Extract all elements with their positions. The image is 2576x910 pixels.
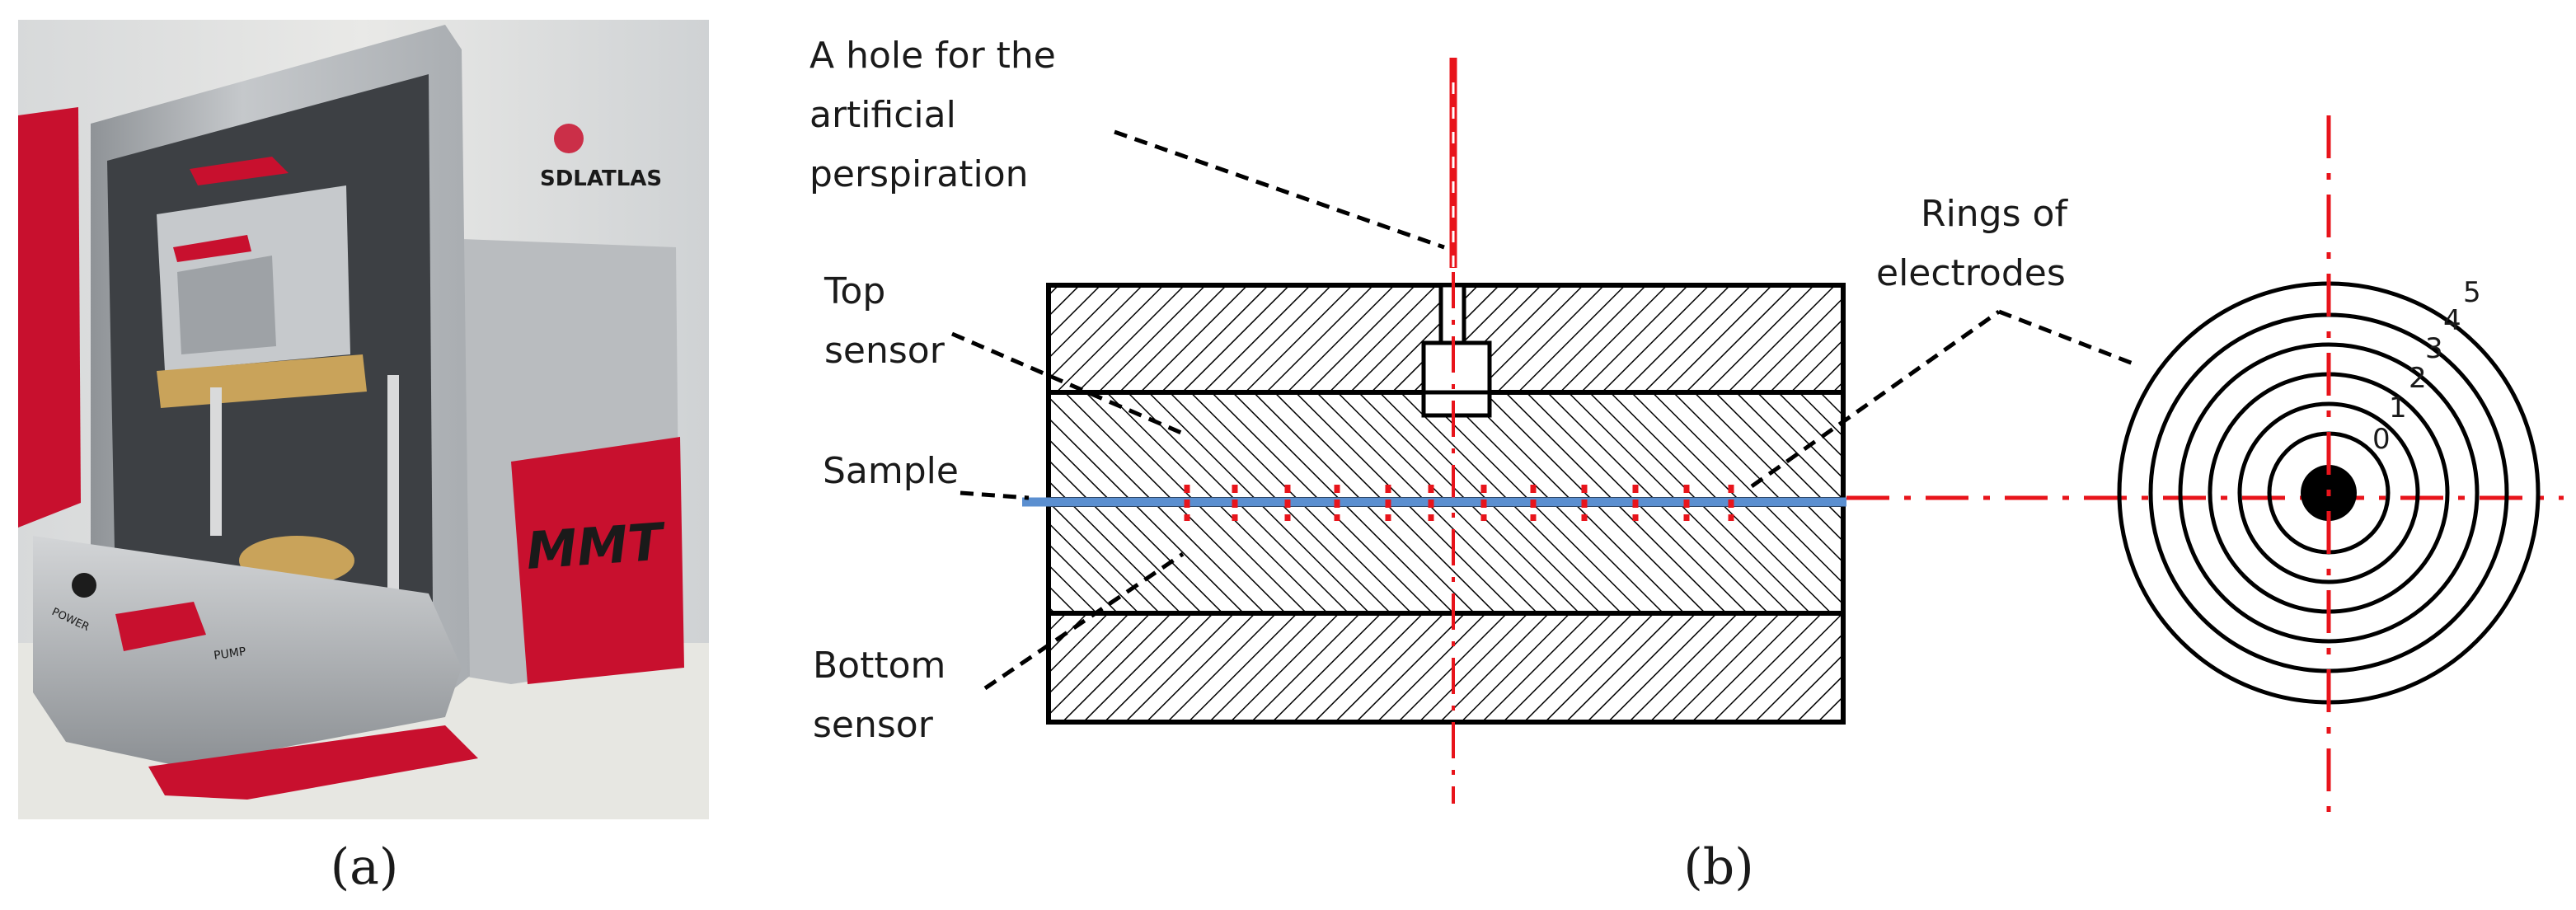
pump-button bbox=[115, 602, 206, 651]
hole-label-line1: A hole for the bbox=[809, 35, 1056, 77]
ring-number-1: 1 bbox=[2389, 392, 2407, 425]
red-side-panel bbox=[18, 107, 81, 528]
bottom-plate bbox=[1046, 611, 1846, 725]
cross-section-diagram bbox=[951, 58, 2564, 804]
ring-number-5: 5 bbox=[2463, 276, 2481, 309]
rings-leader-right bbox=[1998, 309, 2136, 367]
brand-logo bbox=[554, 124, 584, 153]
hole-leader bbox=[1114, 129, 1445, 250]
electrode-ring-1 bbox=[2237, 401, 2420, 584]
top-handle bbox=[190, 157, 289, 185]
power-button bbox=[72, 573, 96, 598]
caption-b: (b) bbox=[1683, 838, 1753, 896]
model-text: MMT bbox=[524, 511, 669, 581]
hole-label-line3: perspiration bbox=[809, 153, 1029, 195]
hole-label-line2: artificial bbox=[809, 94, 956, 136]
bottom-sensor-leader bbox=[983, 551, 1185, 691]
bottom-sensor-block bbox=[1046, 502, 1846, 616]
ring-number-3: 3 bbox=[2425, 332, 2443, 365]
device-base bbox=[33, 536, 462, 767]
caption-a: (a) bbox=[331, 838, 399, 896]
ring-number-0: 0 bbox=[2372, 423, 2391, 456]
device-photo: SDLATLAS MMT POWER PUMP bbox=[18, 20, 709, 819]
top-sensor-plate bbox=[157, 354, 367, 408]
right-red-base bbox=[511, 437, 684, 684]
brand-text: SDLATLAS bbox=[540, 167, 662, 191]
sample-leader bbox=[960, 490, 1030, 500]
electrode-ring-3 bbox=[2178, 342, 2480, 644]
rings-label-line1: Rings of bbox=[1921, 193, 2068, 235]
ring-number-2: 2 bbox=[2409, 362, 2427, 395]
bottom-sensor-label-line1: Bottom bbox=[813, 645, 945, 687]
ring-number-4: 4 bbox=[2443, 304, 2461, 337]
rings-leader-left bbox=[1750, 309, 2001, 489]
rings-label-line2: electrodes bbox=[1876, 252, 2066, 294]
bottom-sensor-label-line2: sensor bbox=[813, 704, 934, 746]
top-sensor-label-line1: Top bbox=[823, 270, 885, 312]
electrode-marks bbox=[1184, 485, 1734, 521]
pump-label: PUMP bbox=[213, 645, 246, 663]
perspiration-chamber bbox=[1421, 340, 1492, 418]
top-sensor-label-line2: sensor bbox=[824, 330, 945, 372]
sample-label: Sample bbox=[823, 450, 959, 492]
